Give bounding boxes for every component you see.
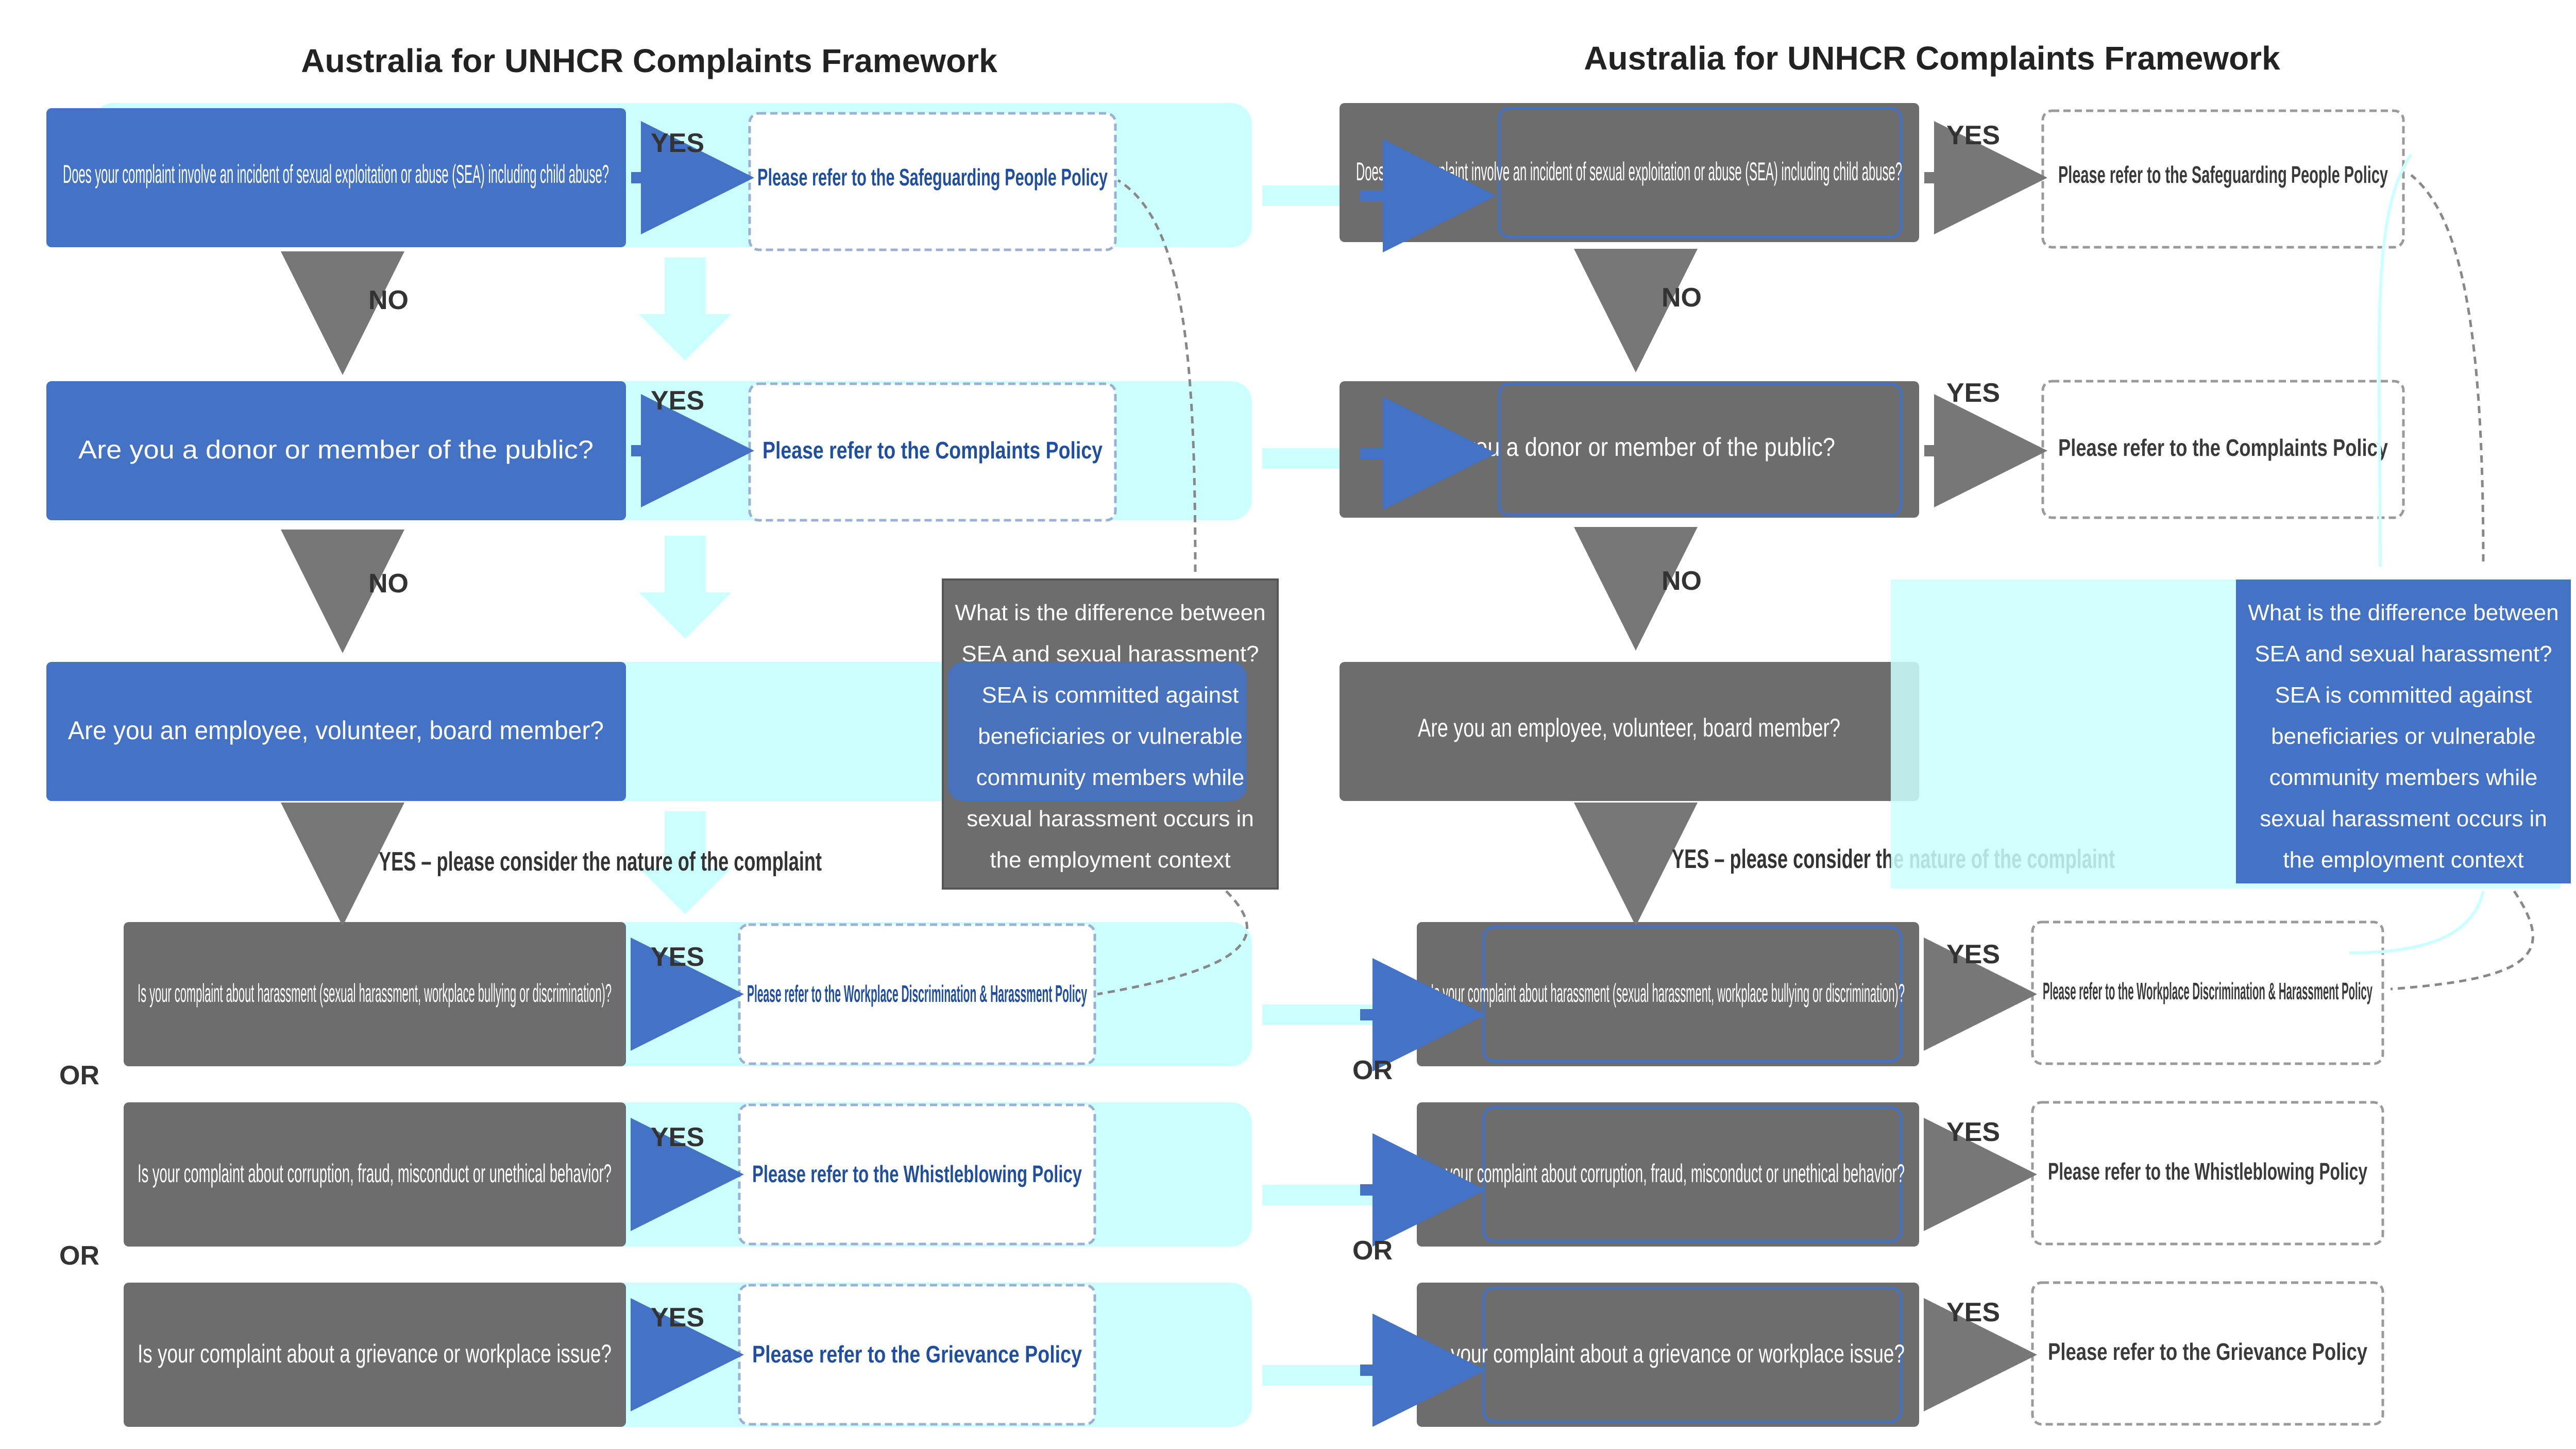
left-q3-box (46, 662, 626, 801)
left-out5-text: Please refer to the Whistleblowing Polic… (752, 1161, 1082, 1187)
right-note-text-wrap: What is the difference between SEA and s… (2248, 600, 2559, 873)
left-note-text-wrap: What is the difference between SEA and s… (955, 600, 1266, 873)
left-or-2: OR (59, 1241, 99, 1271)
right-yes-2: YES (1946, 378, 2000, 408)
left-yes-5: YES (651, 1122, 704, 1152)
right-yes-labels: YES YES YES YES YES (1946, 121, 2000, 1327)
left-q4-box (124, 922, 626, 1066)
right-question-boxes (1340, 103, 1919, 1427)
left-q6-box (124, 1283, 626, 1427)
right-outcome-boxes (2031, 109, 2405, 1426)
left-question-boxes (46, 108, 626, 1427)
right-q4-box (1417, 922, 1919, 1066)
left-yes-2: YES (651, 386, 704, 416)
left-q2-text: Are you a donor or member of the public? (78, 435, 594, 464)
left-out6-text: Please refer to the Grievance Policy (752, 1341, 1082, 1368)
left-note-highlight (948, 662, 1247, 801)
right-yes-6: YES (1946, 1298, 2000, 1327)
left-out2-box (748, 382, 1117, 522)
left-out2-text: Please refer to the Complaints Policy (762, 437, 1103, 464)
left-yes-1: YES (651, 128, 704, 158)
right-note-box (2236, 579, 2571, 883)
right-blue-arrows (1360, 139, 1496, 1427)
right-q1-text: Does your complaint involve an incident … (1356, 157, 1902, 186)
left-out1-text: Please refer to the Safeguarding People … (757, 164, 1108, 191)
left-yes-4: YES (651, 942, 704, 972)
left-q5-text: Is your complaint about corruption, frau… (138, 1159, 612, 1188)
left-note-text: What is the difference between SEA and s… (955, 600, 1266, 873)
right-out5-text: Please refer to the Whistleblowing Polic… (2048, 1158, 2367, 1185)
left-down-3: YES – please consider the nature of the … (379, 847, 822, 877)
left-q6-text: Is your complaint about a grievance or w… (138, 1339, 612, 1368)
right-q3-text: Are you an employee, volunteer, board me… (1418, 713, 1840, 742)
right-yes-arrows (1924, 121, 2047, 1411)
right-out6-text: Please refer to the Grievance Policy (2048, 1338, 2367, 1365)
right-cyan-connectors (2349, 154, 2485, 954)
right-yes-5: YES (1946, 1117, 2000, 1147)
left-down-1: NO (368, 285, 409, 315)
left-q2-box (46, 381, 626, 520)
right-yes-4: YES (1946, 940, 2000, 969)
left-title: Australia for UNHCR Complaints Framework (301, 42, 997, 79)
right-out1-text: Please refer to the Safeguarding People … (2058, 161, 2388, 188)
left-outcome-boxes (738, 112, 1117, 1426)
left-or-1: OR (59, 1061, 99, 1090)
left-yes-labels: YES YES YES YES YES (651, 128, 704, 1333)
right-out2-box (2041, 380, 2405, 519)
right-q5-text: Is your complaint about corruption, frau… (1431, 1159, 1905, 1188)
left-q4-text: Is your complaint about harassment (sexu… (138, 979, 612, 1008)
right-note-text: What is the difference between SEA and s… (2248, 600, 2559, 873)
right-down-1: NO (1662, 283, 1702, 313)
right-q4-text: Is your complaint about harassment (sexu… (1431, 979, 1905, 1008)
left-outcome-texts: Please refer to the Safeguarding People … (747, 164, 1108, 1368)
left-q1-text: Does your complaint involve an incident … (63, 160, 609, 189)
right-out4-text: Please refer to the Workplace Discrimina… (2043, 978, 2372, 1004)
right-out1-box (2041, 109, 2405, 249)
left-dashed-connectors (1097, 179, 1248, 996)
left-question-texts: Does your complaint involve an incident … (63, 160, 612, 1368)
left-out1-box (748, 112, 1117, 251)
right-out2-text: Please refer to the Complaints Policy (2058, 434, 2388, 461)
left-q5-box (124, 1102, 626, 1247)
right-out4-box (2031, 920, 2384, 1065)
left-cyan-down-arrows (639, 258, 732, 914)
left-down-labels: NO NO YES – please consider the nature o… (59, 285, 822, 1271)
right-q6-box (1417, 1283, 1919, 1427)
right-q3-box (1340, 662, 1919, 801)
left-yes-6: YES (651, 1303, 704, 1333)
right-or-2: OR (1352, 1236, 1393, 1266)
right-outcome-texts: Please refer to the Safeguarding People … (2043, 161, 2388, 1365)
left-q1-box (46, 108, 626, 247)
right-out5-box (2031, 1101, 2384, 1246)
right-q2-text: Are you a donor or member of the public? (1423, 433, 1835, 462)
right-or-1: OR (1352, 1055, 1393, 1085)
right-dashed-connectors (2390, 174, 2534, 991)
left-out4-text: Please refer to the Workplace Discrimina… (747, 980, 1087, 1007)
left-yes-arrows (631, 121, 754, 1411)
right-q5-box (1417, 1102, 1919, 1247)
right-q6-text: Is your complaint about a grievance or w… (1431, 1339, 1905, 1368)
left-down-2: NO (368, 569, 409, 599)
right-out6-box (2031, 1281, 2384, 1426)
left-q3-text: Are you an employee, volunteer, board me… (68, 716, 604, 745)
right-down-2: NO (1662, 566, 1702, 596)
right-title: Australia for UNHCR Complaints Framework (1584, 40, 2280, 77)
right-yes-1: YES (1946, 121, 2000, 150)
